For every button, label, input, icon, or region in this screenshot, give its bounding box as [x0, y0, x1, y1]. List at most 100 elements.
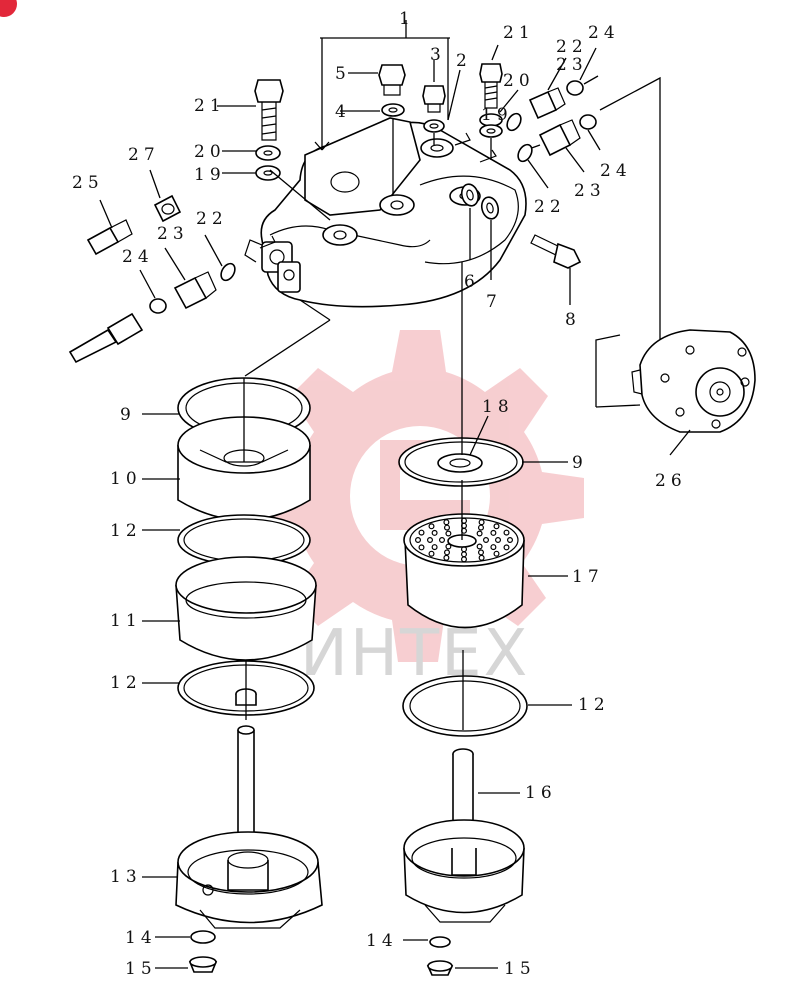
bolt-part-21-top: [479, 63, 503, 109]
perforation-dot: [461, 556, 468, 563]
callout-25: 25: [72, 173, 104, 193]
callout-14-left: 14: [125, 928, 157, 948]
drain-plug-part-15-left: [188, 956, 218, 973]
callout-24-left: 24: [122, 247, 154, 267]
sleeve-part-24-mid: [579, 114, 597, 130]
bolt-part-21-left: [254, 79, 284, 141]
perforation-dot: [476, 543, 483, 550]
callout-24-top: 24: [588, 23, 620, 43]
washer-part-19-left: [255, 165, 281, 181]
nipple-part-25: [86, 219, 133, 256]
washer-part-7: [480, 196, 500, 220]
perforation-dot: [431, 544, 438, 551]
seal-ring-part-22-mid: [517, 143, 533, 163]
callout-8: 8: [565, 310, 581, 330]
callout-11: 11: [110, 611, 142, 631]
callout-3: 3: [430, 45, 446, 65]
perforation-dot: [490, 544, 497, 551]
bolt-part-3: [422, 85, 446, 113]
perforation-dot: [443, 554, 450, 561]
filter-head-part: [244, 117, 527, 321]
fitting-part-23-left: [173, 271, 217, 310]
washer-part-6: [460, 183, 480, 207]
callout-20-top: 20: [503, 71, 535, 91]
seal-ring-part-22-left: [220, 262, 236, 282]
perforation-dot: [507, 536, 514, 543]
callout-5: 5: [335, 64, 351, 84]
fitting-part-23-mid: [525, 119, 581, 157]
callout-7: 7: [486, 292, 502, 312]
perforation-dot: [493, 523, 500, 530]
washer-part-18: [437, 453, 483, 473]
washer-part-20-left: [255, 145, 281, 161]
callout-6: 6: [464, 272, 480, 292]
base-part-right: [403, 819, 525, 923]
callout-15-right: 15: [504, 959, 536, 979]
callout-15-left: 15: [125, 959, 157, 979]
perforation-dot: [445, 530, 452, 537]
callout-18: 18: [482, 397, 514, 417]
callout-labels: 1 3 2 5 4 21 20 19 27 25 23 22 24 21 22 …: [72, 9, 687, 979]
callout-17: 17: [572, 567, 604, 587]
callout-12-left-top: 12: [110, 521, 142, 541]
perforation-dot: [478, 554, 485, 561]
callout-26: 26: [655, 471, 687, 491]
perforation-dot: [495, 536, 502, 543]
washer-part-19-20-top: [479, 113, 503, 138]
perforation-dot: [445, 543, 452, 550]
perforation-dot: [428, 550, 435, 557]
callout-23-top: 23: [556, 55, 588, 75]
perforation-dot: [418, 544, 425, 551]
callout-24-mid: 24: [600, 161, 632, 181]
perforation-dot: [439, 536, 446, 543]
seal-ring-part-22-top: [506, 112, 522, 132]
perforation-dot: [493, 550, 500, 557]
assembly-guide-lines: [243, 76, 661, 730]
callout-23-mid: 23: [574, 181, 606, 201]
callout-2: 2: [456, 51, 472, 71]
perforation-dot: [478, 549, 485, 556]
washer-part-4: [381, 103, 405, 117]
perforation-dot: [431, 529, 438, 536]
callout-4: 4: [335, 102, 351, 122]
bolt-part-5: [378, 64, 406, 96]
perforation-dot: [444, 524, 451, 531]
callout-16: 16: [525, 783, 557, 803]
callout-21-left: 21: [194, 96, 226, 116]
corner-badge-icon: [0, 0, 17, 17]
plug-part-27: [153, 194, 182, 223]
callout-19-left: 19: [194, 165, 226, 185]
pump-part-26: [631, 329, 756, 433]
washer-part-2: [423, 119, 445, 133]
base-part-13: [175, 831, 323, 929]
bowl-part-11: [175, 556, 317, 661]
perforation-dot: [428, 523, 435, 530]
filter-element-part-17: [403, 513, 525, 629]
washer-part-14-left: [190, 930, 216, 944]
fuel-pipe-part: [68, 312, 144, 364]
callout-13: 13: [110, 867, 142, 887]
perforation-dot: [418, 529, 425, 536]
perforation-dot: [503, 529, 510, 536]
callout-10: 10: [110, 469, 142, 489]
callout-27: 27: [128, 145, 160, 165]
callout-20-left: 20: [194, 142, 226, 162]
callout-14-right: 14: [366, 931, 398, 951]
perforation-dot: [478, 519, 485, 526]
perforation-dot: [415, 536, 422, 543]
callout-1: 1: [399, 9, 415, 29]
sleeve-part-24-top: [566, 75, 599, 96]
callout-12-left-bottom: 12: [110, 673, 142, 693]
callout-19-top: 19: [481, 105, 513, 125]
callout-12-right: 12: [578, 695, 610, 715]
callout-9-left: 9: [120, 405, 136, 425]
callout-leaders: [99, 20, 691, 969]
perforation-dot: [478, 524, 485, 531]
perforation-dot: [443, 519, 450, 526]
perforation-dot: [476, 530, 483, 537]
callout-9-right: 9: [572, 453, 588, 473]
callout-21-top: 21: [503, 23, 535, 43]
sleeve-part-24-left: [149, 298, 167, 314]
drain-plug-part-15-right: [426, 960, 454, 976]
